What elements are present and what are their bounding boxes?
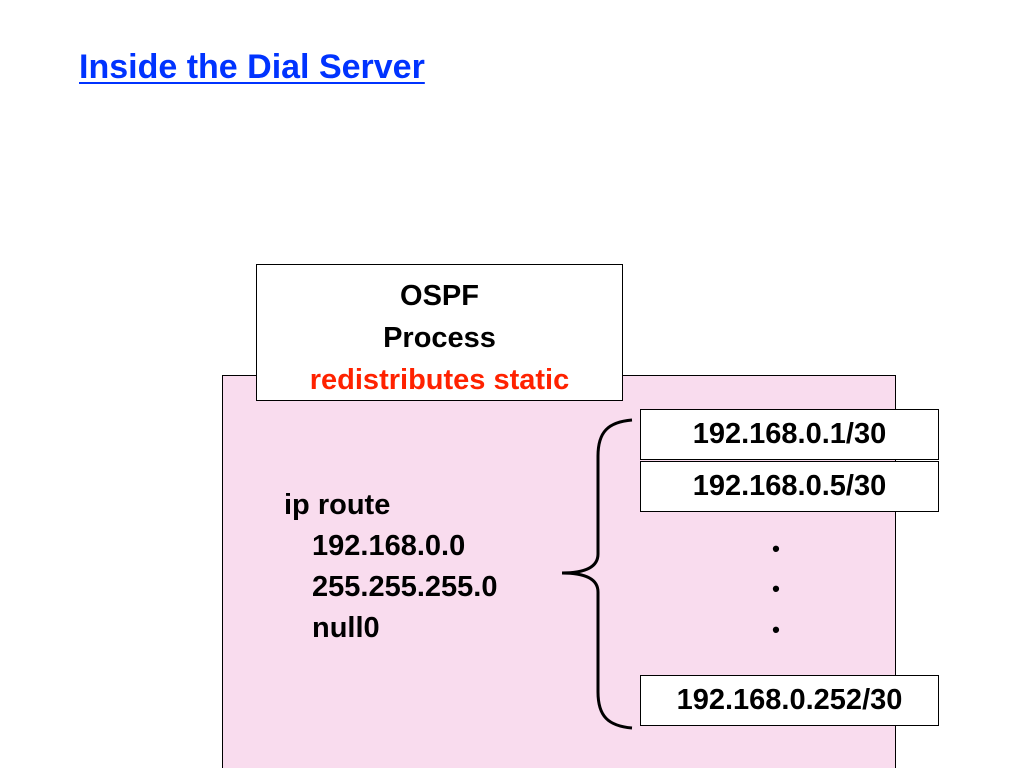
ospf-label: OSPF xyxy=(400,280,479,312)
slide-title: Inside the Dial Server xyxy=(79,48,425,86)
static-route-command: ip route 192.168.0.0 255.255.255.0 null0 xyxy=(284,485,497,649)
curly-brace xyxy=(561,418,633,730)
ellipsis-dot-3: • xyxy=(772,617,780,642)
address-box-last: 192.168.0.252/30 xyxy=(640,675,939,726)
route-next-hop: null0 xyxy=(312,612,380,644)
ospf-process-box: OSPF Process redistributes static xyxy=(256,264,623,401)
ellipsis-dot-2: • xyxy=(772,576,780,601)
ellipsis-dot-1: • xyxy=(772,536,780,561)
redistributes-static-label: redistributes static xyxy=(309,364,570,396)
process-label: Process xyxy=(383,322,496,354)
route-command-keyword: ip route xyxy=(284,489,391,521)
route-mask: 255.255.255.0 xyxy=(312,571,498,603)
route-network: 192.168.0.0 xyxy=(312,530,466,562)
address-box-2: 192.168.0.5/30 xyxy=(640,461,939,512)
address-box-1: 192.168.0.1/30 xyxy=(640,409,939,460)
